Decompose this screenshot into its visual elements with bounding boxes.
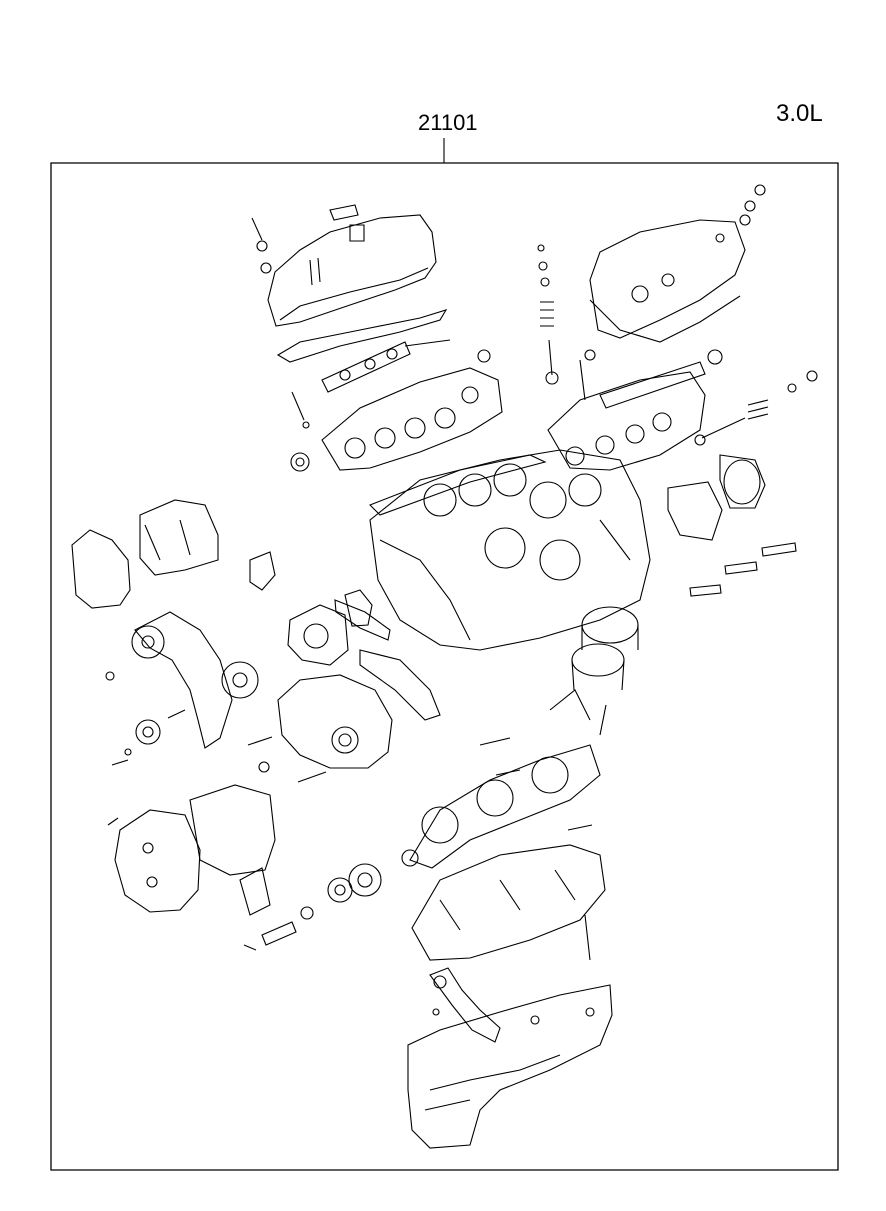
lower-timing-cover <box>108 785 275 912</box>
left-valve-springs <box>538 245 595 400</box>
oil-strainer <box>430 968 500 1042</box>
left-valve-cover-bolt <box>252 218 271 273</box>
pistons <box>550 607 638 735</box>
crankshaft <box>402 738 600 868</box>
diagram-frame <box>51 163 838 1170</box>
timing-belt-tensioner <box>106 672 185 765</box>
intake-gaskets <box>335 600 440 720</box>
right-valve-cover <box>590 220 745 342</box>
block-studs <box>690 543 796 596</box>
oil-pan <box>408 985 612 1148</box>
right-cylinder-head <box>548 372 705 470</box>
cylinder-block <box>370 450 650 650</box>
water-pump <box>250 552 372 665</box>
upper-timing-cover <box>72 500 218 608</box>
right-valve-springs <box>695 371 817 445</box>
left-valve-cover <box>268 205 436 326</box>
left-camshaft <box>322 340 450 392</box>
part-number-label: 21101 <box>418 110 478 135</box>
oil-pump-case <box>278 675 392 768</box>
timing-belt <box>132 612 258 748</box>
crank-sprocket <box>240 864 381 950</box>
right-camshaft <box>600 350 722 408</box>
block-gaskets <box>370 455 765 540</box>
right-valve-cover-bolt <box>740 185 765 225</box>
left-cylinder-head <box>291 350 502 471</box>
pump-bolts <box>248 737 326 782</box>
engine-size-label: 3.0L <box>776 100 823 127</box>
left-valve-cover-gasket <box>278 310 446 362</box>
bearing-cap-girdle <box>412 845 605 960</box>
